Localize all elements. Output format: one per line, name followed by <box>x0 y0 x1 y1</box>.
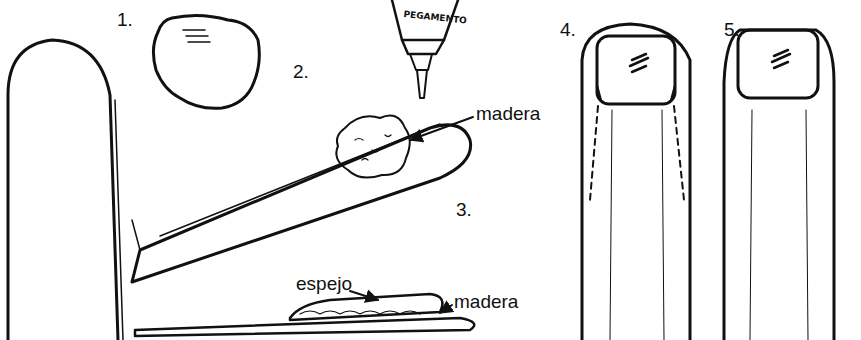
finger-outline <box>724 30 834 340</box>
filed-nail <box>738 30 818 98</box>
callout-number: 4. <box>560 20 576 39</box>
tube-text: PEGAMENTO <box>403 10 467 26</box>
callout-number: 5. <box>724 20 740 39</box>
callout-number: 3. <box>456 200 472 219</box>
callout-number: 2. <box>293 62 309 81</box>
callout-number: 1. <box>117 10 133 29</box>
glue-blob <box>336 116 409 178</box>
finger-outline <box>8 40 118 340</box>
wooden-stick <box>132 125 471 282</box>
mirror-layer <box>290 294 442 320</box>
nail-piece <box>153 15 259 108</box>
part-label: madera <box>454 292 518 311</box>
stick-side <box>135 318 474 336</box>
leader-line <box>350 291 378 300</box>
part-label: madera <box>476 104 540 123</box>
leader-line <box>410 117 473 140</box>
leader-line <box>440 305 452 313</box>
finger-outline <box>582 24 690 340</box>
part-label: espejo <box>296 274 352 293</box>
repaired-nail <box>597 36 675 104</box>
